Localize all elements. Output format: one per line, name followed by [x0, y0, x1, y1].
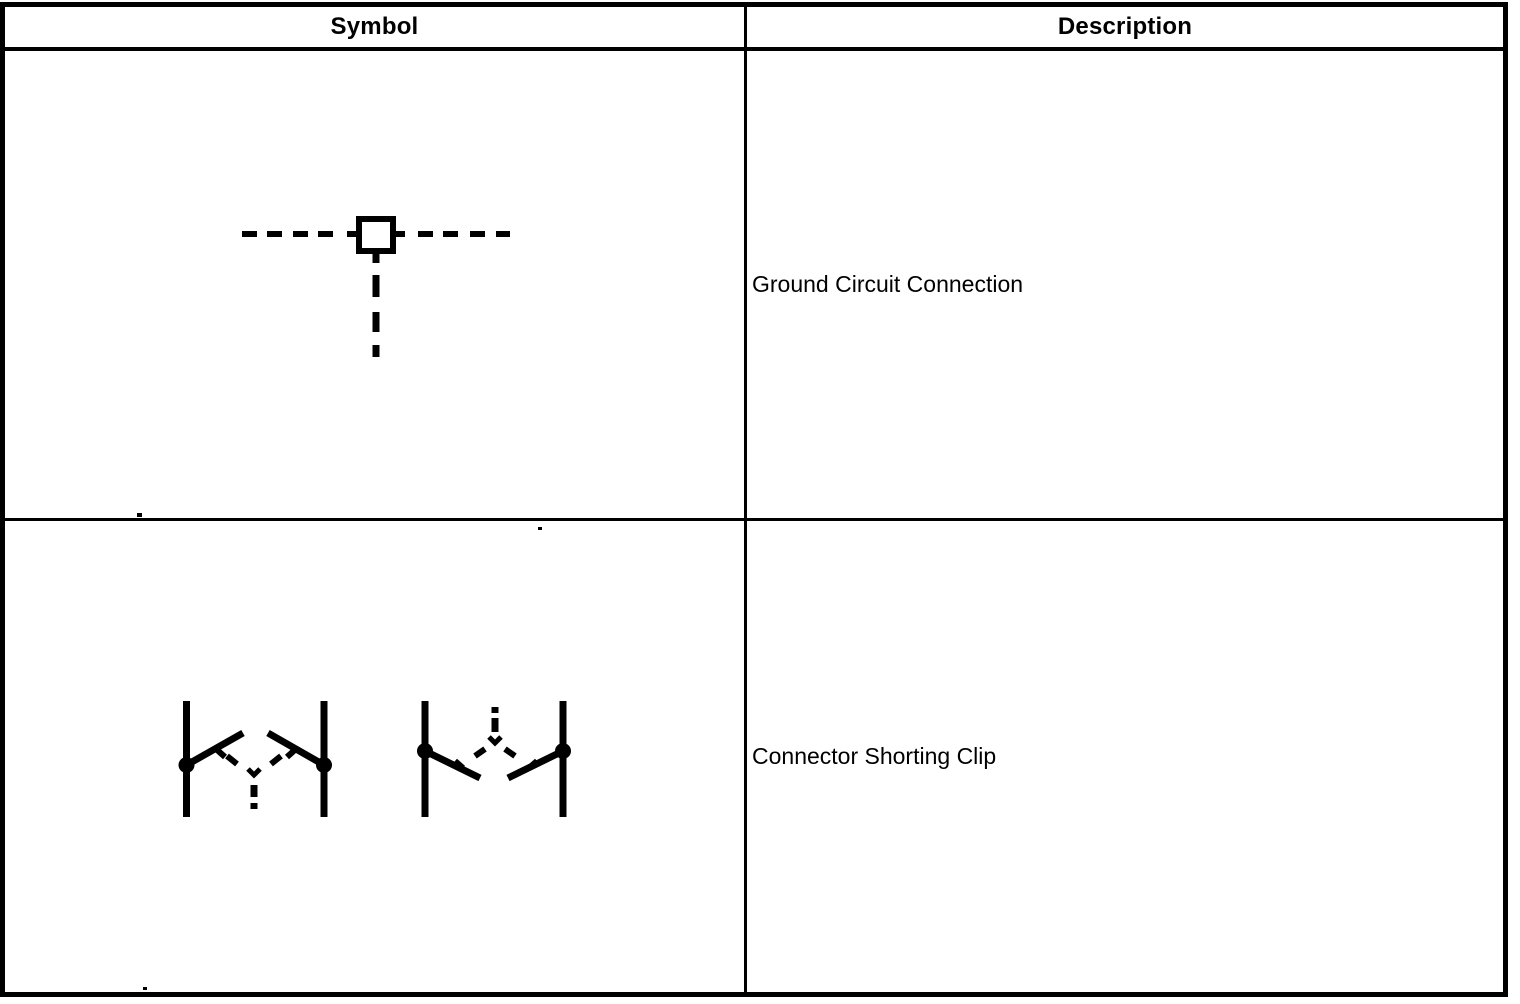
scan-speck [137, 513, 142, 517]
clip-barbs [453, 758, 539, 771]
shorting-clip-variant-1 [178, 701, 332, 817]
clip-barbs [212, 745, 300, 760]
junction-square [356, 216, 396, 254]
symbol-column-header: Symbol [330, 13, 419, 40]
shorting-clip-variant-2 [417, 701, 571, 817]
scan-speck [143, 987, 147, 990]
branch-chevron [487, 735, 503, 747]
scan-speck [538, 527, 542, 530]
row-divider [5, 518, 1503, 521]
terminal-lines [183, 701, 328, 817]
dashed-branch-arms [225, 753, 283, 767]
header-row-divider [5, 47, 1503, 51]
description-cell-shorting-clip: Connector Shorting Clip [752, 743, 997, 769]
column-divider [744, 7, 747, 992]
description-cell-ground-circuit: Ground Circuit Connection [752, 271, 1024, 297]
branch-chevron [246, 767, 262, 779]
description-column-header: Description [1057, 13, 1193, 40]
ground-circuit-connection-icon [242, 216, 510, 357]
clip-arms [423, 747, 565, 782]
dashed-branch-arms [473, 746, 517, 759]
connector-shorting-clip-icon [178, 701, 571, 817]
clip-arms [184, 729, 326, 769]
